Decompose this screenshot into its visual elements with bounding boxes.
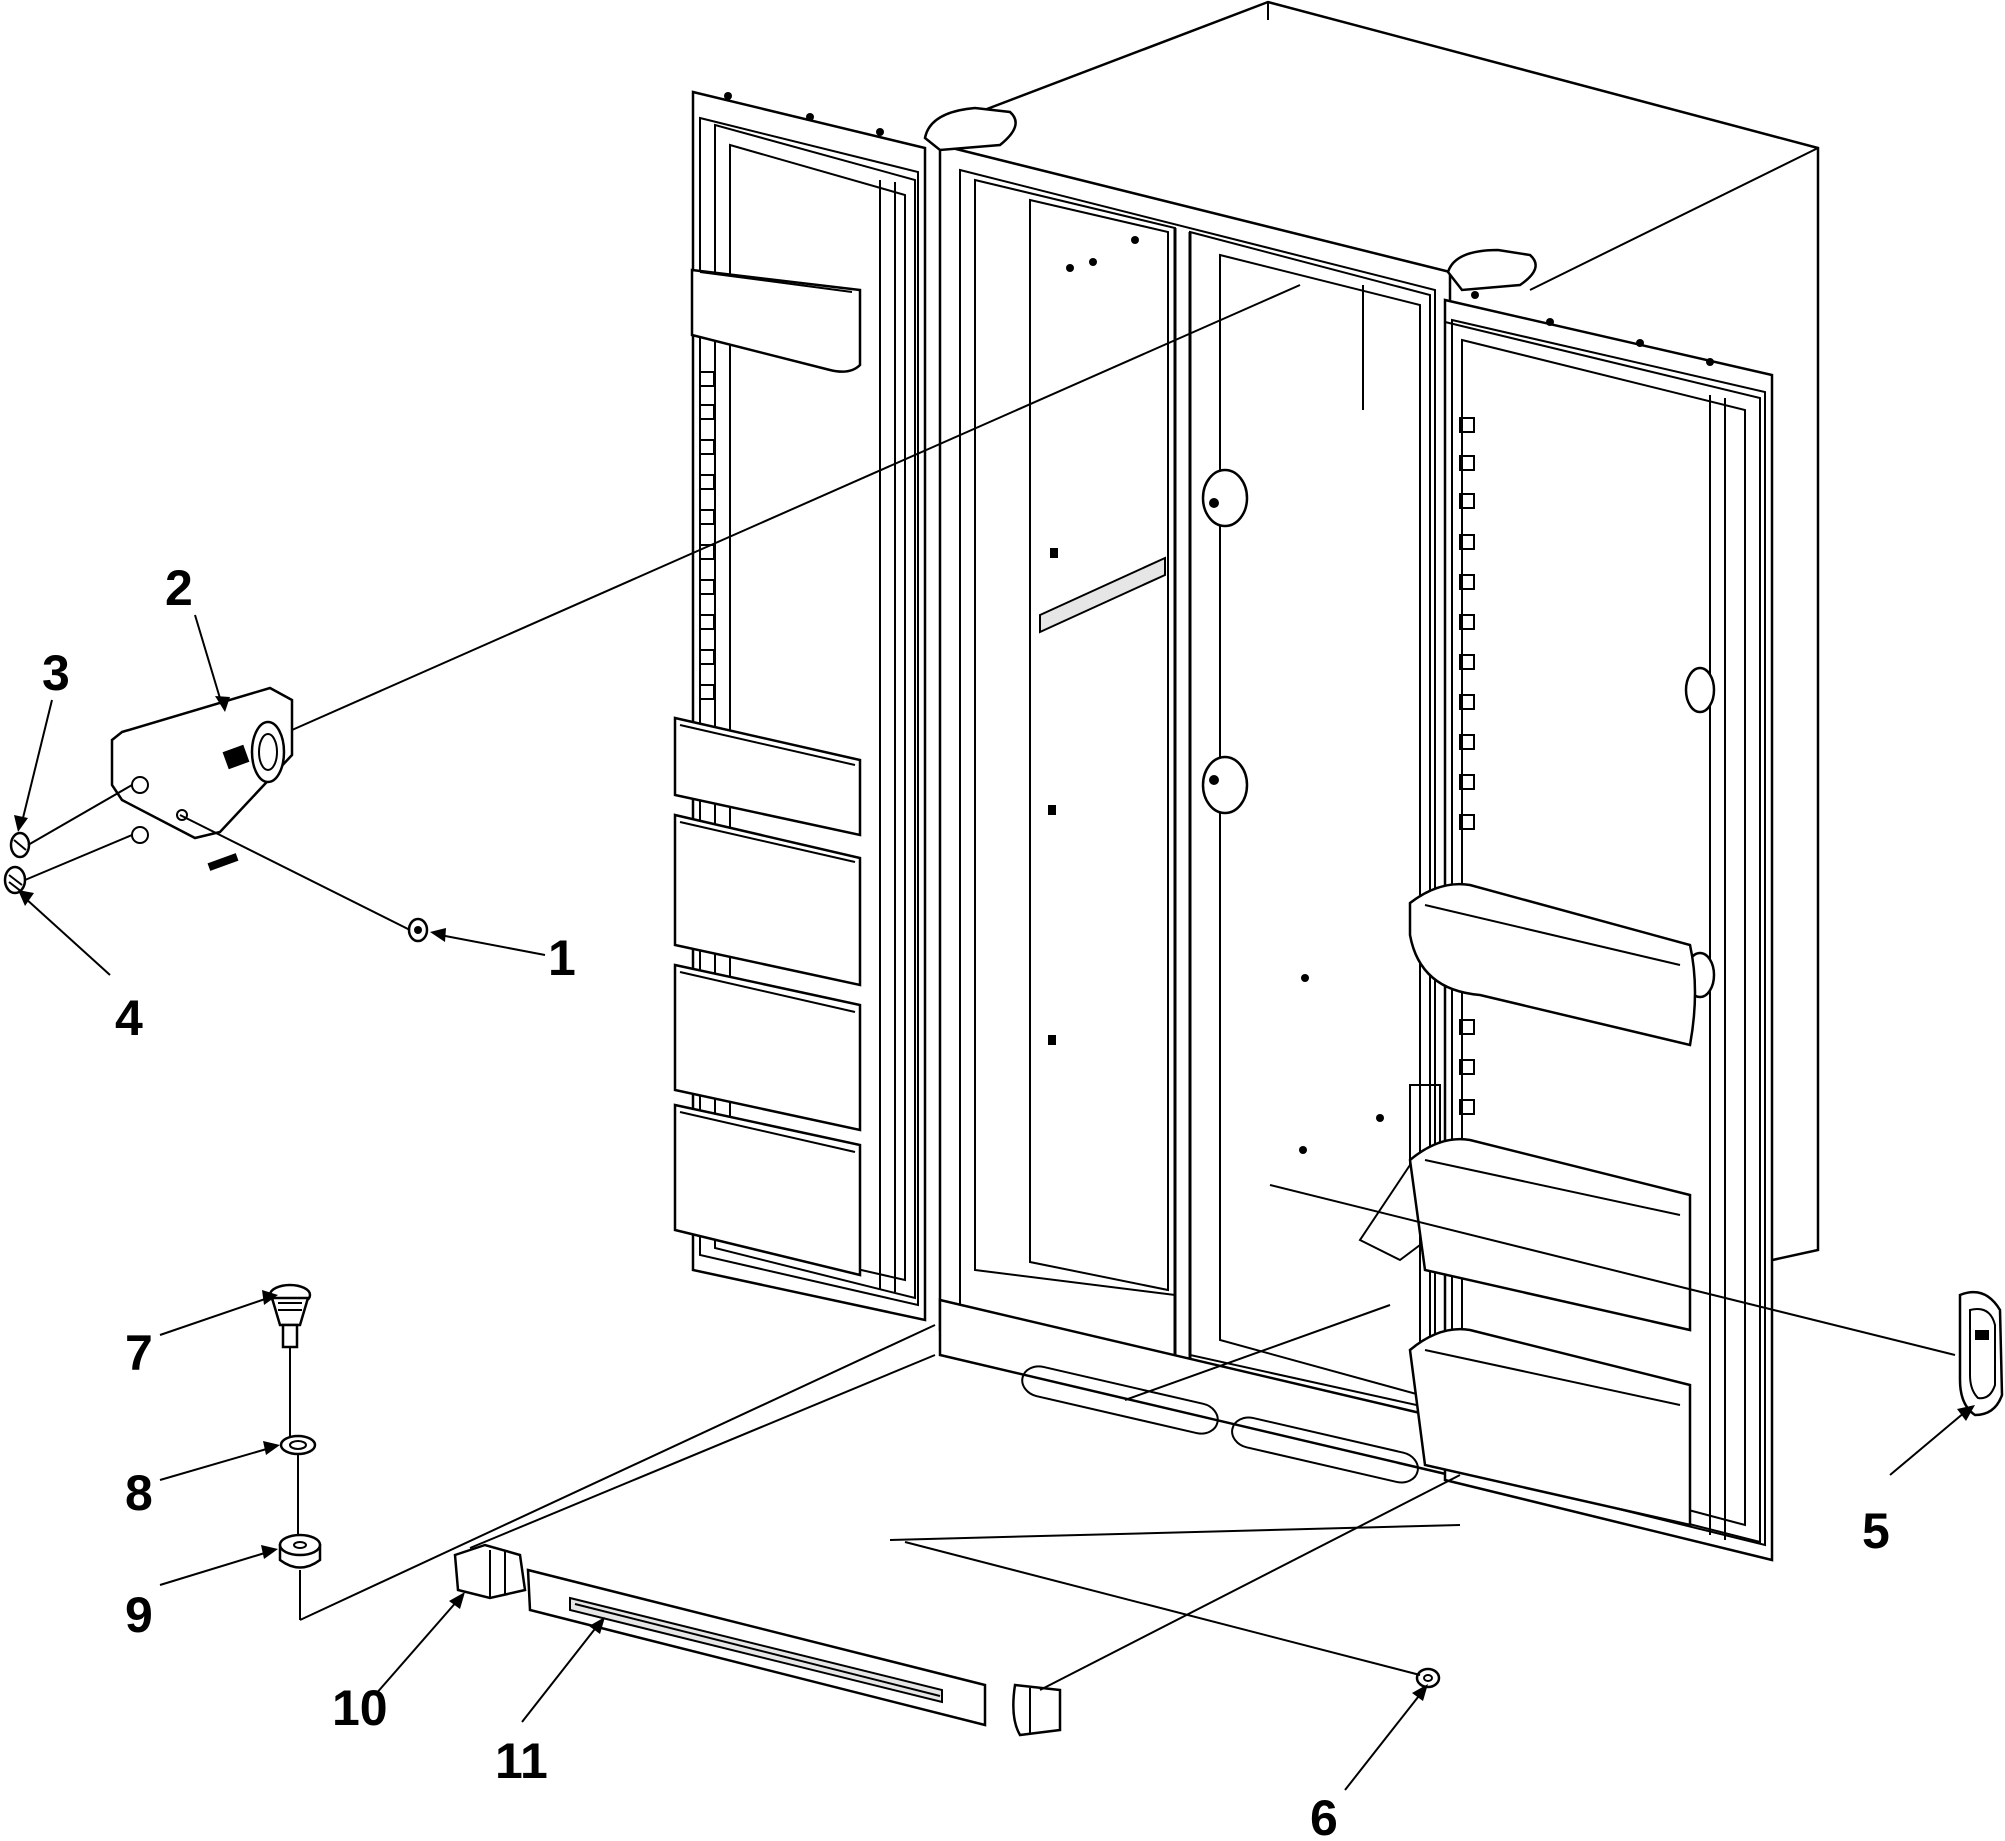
callout-arrows — [14, 614, 1975, 1791]
hinge-covers — [923, 106, 1537, 292]
freezer-door-rack-slots — [699, 371, 715, 700]
part-label-5: 5 — [1862, 1503, 1890, 1559]
part-11-toe-grille — [526, 1568, 987, 1727]
part-label-8: 8 — [125, 1465, 153, 1521]
part-5-handle-cap — [1958, 1290, 2004, 1417]
part-label-7: 7 — [125, 1325, 153, 1381]
part-label-6: 6 — [1310, 1790, 1338, 1841]
fresh-food-door-rack-slots — [1459, 417, 1475, 1115]
callout-leader-lines — [24, 284, 1956, 1691]
part-8-washer — [279, 1434, 317, 1535]
part-10-grille-end-cap-right — [1012, 1683, 1062, 1737]
part-3-screw — [9, 831, 31, 859]
part-label-2: 2 — [165, 560, 193, 616]
part-4-screw — [3, 865, 27, 895]
part-9-roller — [278, 1533, 322, 1620]
freezer-door — [673, 90, 927, 1322]
part-number-labels: 1 2 3 4 5 6 7 8 9 10 11 — [42, 560, 1890, 1841]
part-6-washer — [1415, 1667, 1441, 1689]
part-2-control-bracket — [110, 686, 294, 871]
part-label-1: 1 — [548, 930, 576, 986]
part-label-3: 3 — [42, 645, 70, 701]
part-label-10: 10 — [332, 1680, 388, 1736]
part-label-9: 9 — [125, 1587, 153, 1643]
part-7-leveling-leg — [268, 1283, 312, 1440]
cabinet-interior — [938, 143, 1452, 1484]
part-10-grille-end-cap-left — [453, 1543, 527, 1600]
part-label-11: 11 — [495, 1733, 548, 1789]
fresh-food-door — [1408, 291, 1774, 1562]
part-label-4: 4 — [115, 990, 143, 1046]
part-1-screw — [407, 917, 429, 943]
